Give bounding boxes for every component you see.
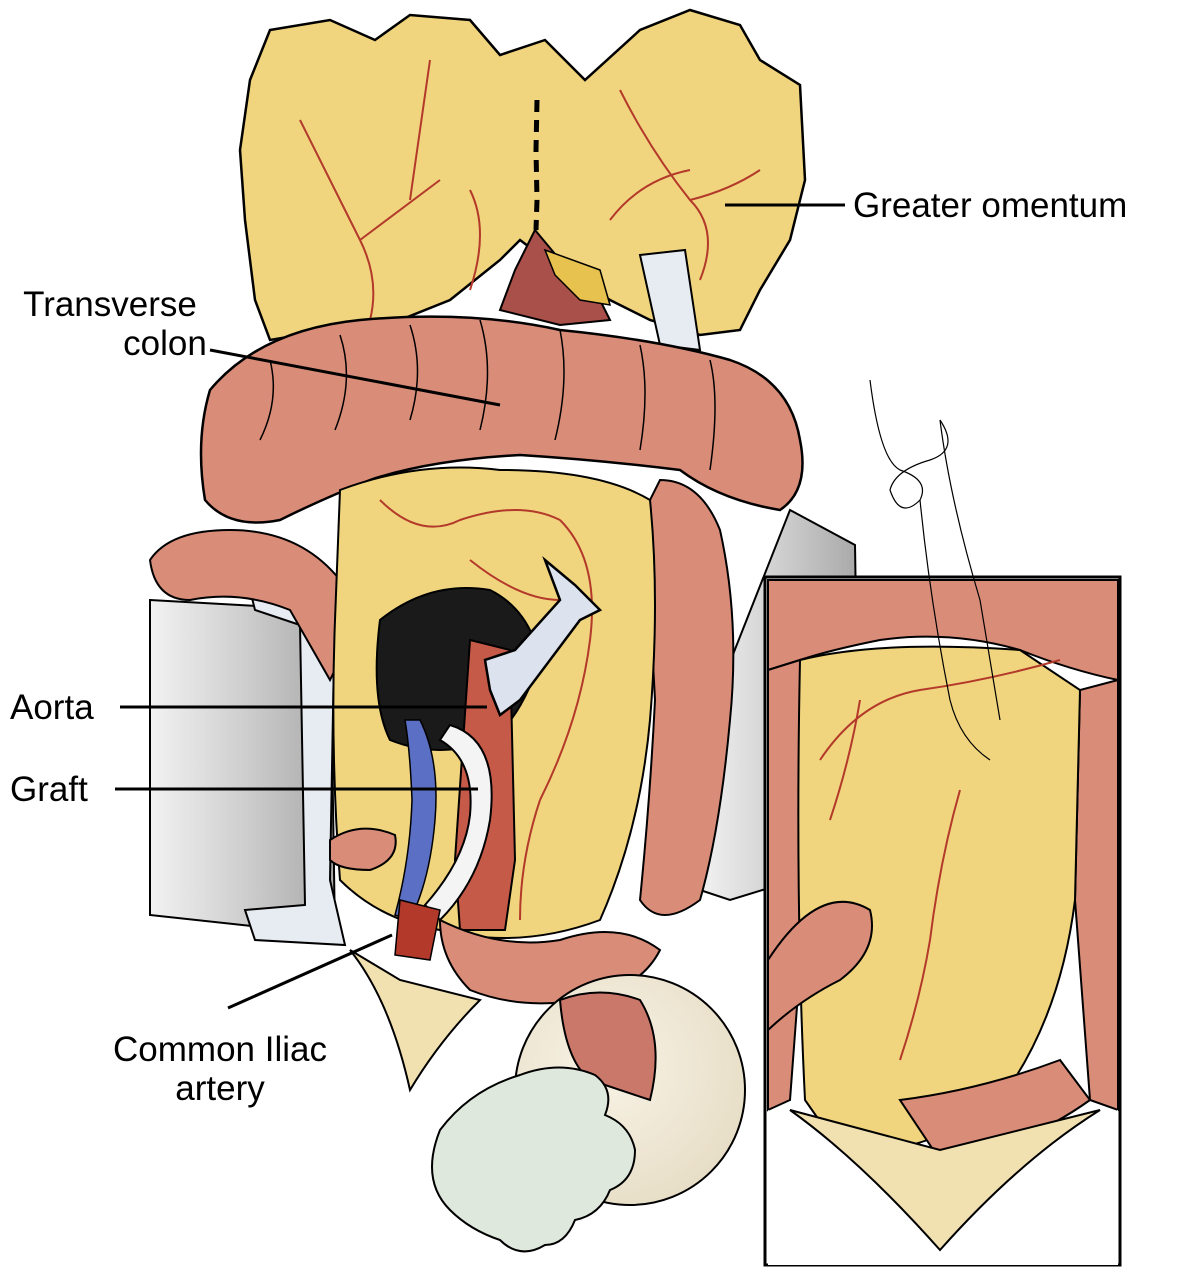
small-bowel (329, 827, 397, 872)
label-common-iliac-line1: Common Iliac (113, 1030, 327, 1069)
leader-lines (115, 203, 845, 1010)
omentum-vessels (299, 59, 761, 321)
label-aorta: Aorta (10, 688, 94, 727)
inset-vessels (819, 659, 1061, 1061)
label-transverse-colon-line2: colon (123, 324, 207, 363)
omentum-strap (638, 248, 702, 352)
label-greater-omentum: Greater omentum (853, 186, 1128, 225)
label-graft: Graft (10, 770, 88, 809)
colon-haustra (259, 319, 716, 471)
label-common-iliac-artery: Common Iliac artery (90, 1030, 350, 1108)
common-iliac-vessel (394, 899, 441, 961)
leader-common-iliac (227, 933, 393, 1010)
gloved-hand (431, 1066, 637, 1253)
left-retractor-blade (243, 588, 347, 947)
direction-arrow (483, 556, 603, 717)
suture-thread (869, 379, 1001, 761)
leader-transverse-colon (209, 348, 501, 407)
omentum-fold (543, 248, 612, 306)
omentum-dashed-line (533, 99, 540, 231)
label-common-iliac-line2: artery (175, 1069, 265, 1108)
transverse-colon-shape (199, 315, 804, 524)
descending-colon (638, 478, 735, 916)
inset-apex-skin (789, 1109, 1101, 1252)
mesentery-vessels (379, 499, 593, 921)
inset-colon-right (1073, 678, 1119, 1112)
incision-apex (349, 949, 482, 1093)
label-transverse-colon: Transverse colon (5, 285, 215, 363)
label-transverse-colon-line1: Transverse (23, 285, 197, 324)
inset-bowel-loop (767, 900, 873, 1033)
inset-colon-top (767, 579, 1119, 682)
